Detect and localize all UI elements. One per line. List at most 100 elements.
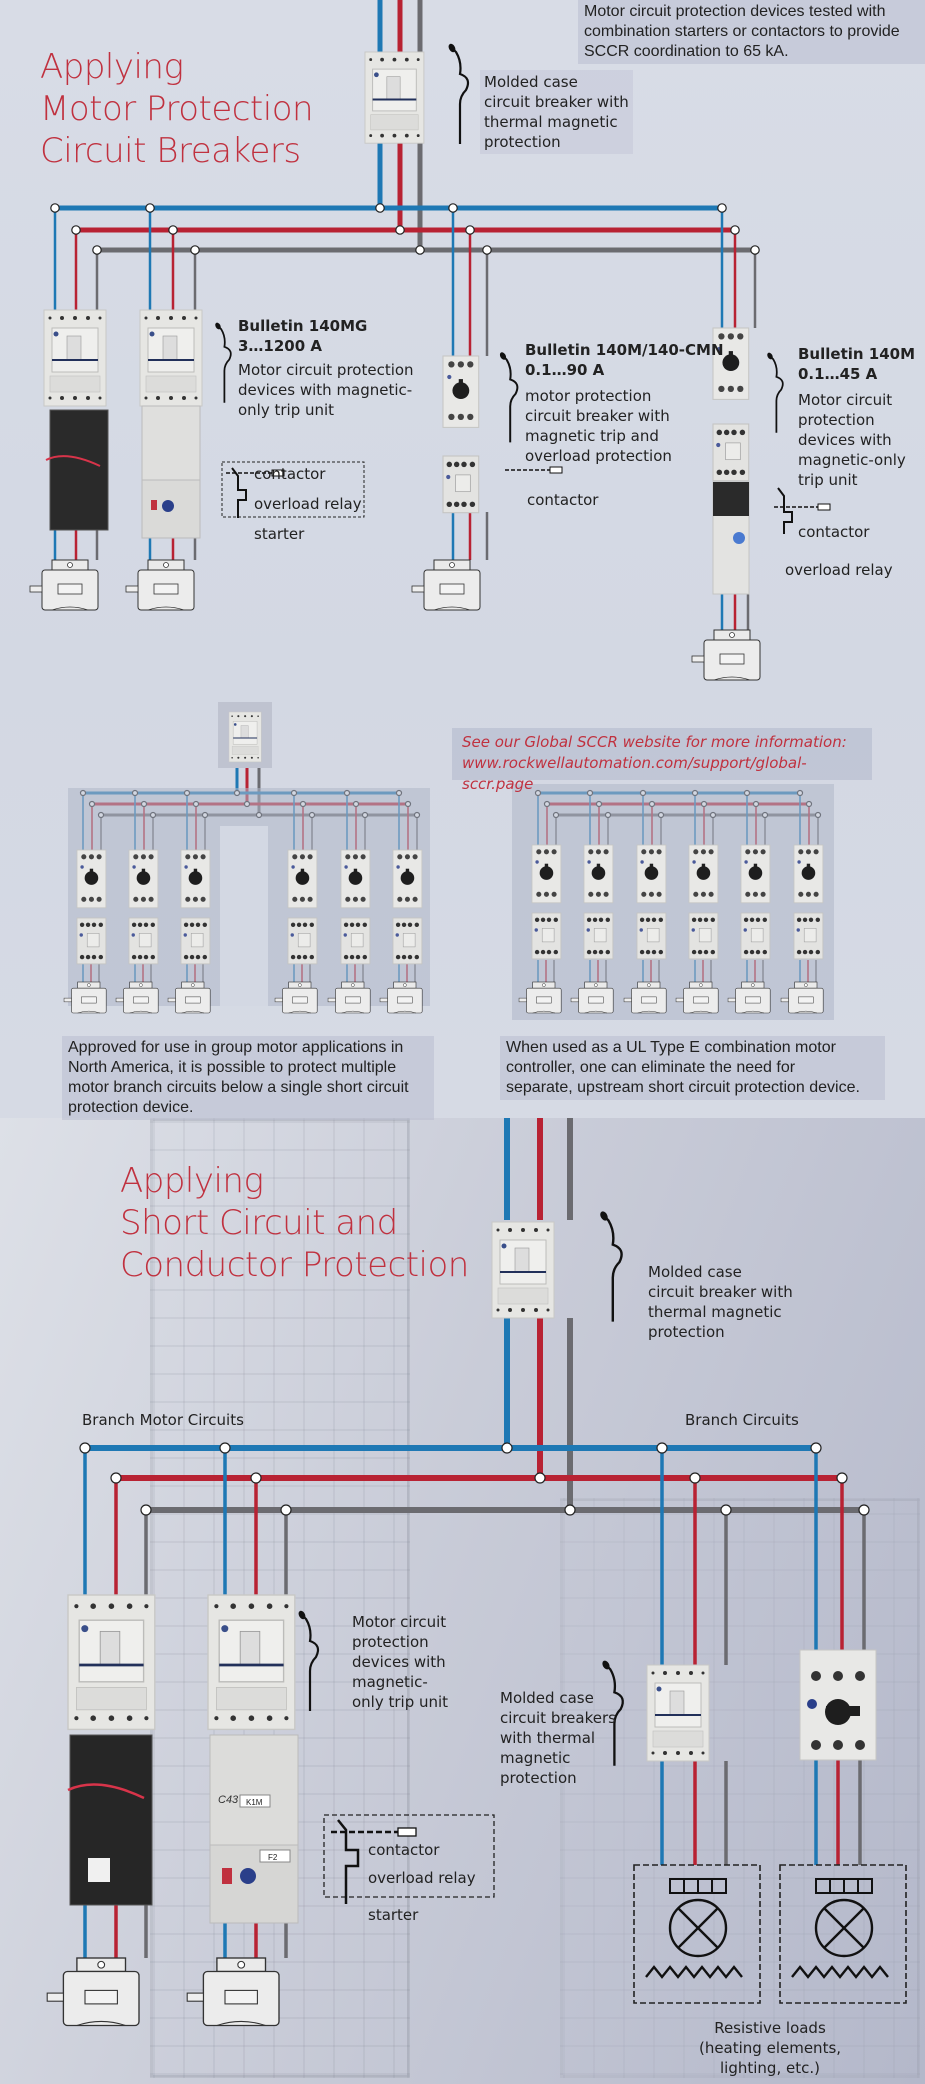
bottom-starter-legend-box (323, 1814, 495, 1898)
main-molded-case-breaker (364, 51, 425, 145)
junction-node (656, 1442, 668, 1454)
contactor-label: contactor (527, 491, 599, 509)
junction-node (280, 1504, 292, 1516)
group-panel-gap (220, 826, 268, 1006)
legend-overload-label: overload relay (368, 1869, 476, 1887)
short-circuit-section (0, 1118, 925, 2084)
title-line: Applying (40, 47, 184, 87)
type-e-contactor (793, 912, 824, 960)
bottom-motor-2 (186, 1957, 280, 2027)
legend-starter-label: starter (254, 525, 305, 543)
contactor-tag-box (239, 1794, 271, 1808)
bulletin-140m-description: Motor circuit protection devices with ma… (798, 390, 906, 490)
type-e-mpcb (531, 844, 562, 904)
label-line: circuit breakers (500, 1709, 616, 1727)
lamp-cross (823, 1907, 865, 1949)
type-e-panel-bg (512, 784, 834, 1020)
type-e-contactor (531, 912, 562, 960)
label-line: circuit breaker with (648, 1283, 793, 1301)
group-mpcb (392, 849, 423, 909)
description-line: magnetic-only (798, 451, 906, 469)
label-line: magnetic (500, 1749, 571, 1767)
junction-node (71, 225, 81, 235)
junction-node (564, 1504, 576, 1516)
legend-contactor-label: contactor (368, 1841, 440, 1859)
terminal (833, 1740, 843, 1750)
type-e-mpcb (636, 844, 667, 904)
branch-circuits-label: Branch Circuits (685, 1411, 799, 1429)
legend-starter-label: starter (368, 1906, 419, 1924)
branch-mccb (646, 1664, 710, 1762)
lamp-icon (668, 1898, 728, 1958)
group-contactor (76, 917, 107, 965)
intro-text: Motor circuit protection devices tested … (578, 0, 925, 64)
starter-coil-wire (67, 1783, 145, 1800)
starter-coil-wire (45, 455, 101, 467)
test-button (222, 1868, 232, 1884)
title-line: Short Circuit and (120, 1203, 398, 1243)
label-line: lighting, etc.) (720, 2059, 820, 2077)
label-line: Resistive loads (714, 2019, 826, 2037)
title-line: Circuit Breakers (40, 131, 301, 171)
junction-node (110, 1472, 122, 1484)
junction-node (720, 1504, 732, 1516)
intro-line: Motor circuit protection devices tested … (584, 3, 886, 20)
bulletin-140mg-heading: Bulletin 140MG 3…1200 A (238, 316, 367, 356)
lamp-icon (814, 1898, 874, 1958)
contactor-100c-small (712, 423, 750, 482)
nema-starter (49, 409, 109, 531)
type-e-text: When used as a UL Type E combination mot… (500, 1036, 885, 1100)
bulletin-140m-cmn-description: motor protection circuit breaker with ma… (525, 386, 672, 466)
section-title-motor-protection: Applying Motor Protection Circuit Breake… (40, 46, 314, 172)
junction-node (250, 1472, 262, 1484)
junction-node (79, 1442, 91, 1454)
junction-node (168, 225, 178, 235)
bottom-breaker-callout (597, 1208, 623, 1323)
sccr-website-link[interactable]: See our Global SCCR website for more inf… (452, 728, 872, 793)
bottom-contactor (209, 1734, 299, 1846)
relay-terminal-block (713, 482, 749, 516)
ab-logo (807, 1699, 817, 1709)
group-contactor (128, 917, 159, 965)
link-url[interactable]: www.rockwellautomation.com/support/globa… (462, 754, 807, 793)
main-breaker-label: Molded case circuit breaker with thermal… (480, 70, 633, 154)
label-line: magnetic- (352, 1673, 428, 1691)
type-e-contactor (636, 912, 667, 960)
bulletin-140m-callout (765, 350, 784, 434)
type-e-contactor (688, 912, 719, 960)
group-mpcb (287, 849, 318, 909)
label-line: with thermal (500, 1729, 596, 1747)
label-line: thermal magnetic (648, 1303, 782, 1321)
bottom-nema-starter (69, 1734, 153, 1906)
junction-node (465, 225, 475, 235)
description-line: Motor circuit (798, 391, 893, 409)
terminal (855, 1740, 865, 1750)
title-line: Motor Protection (40, 89, 314, 129)
description-line: only trip unit (238, 401, 335, 419)
junction-node (750, 245, 760, 255)
description-line: Motor circuit protection (238, 361, 414, 379)
group-main-breaker (228, 711, 262, 763)
group-mpcb (340, 849, 371, 909)
branch-breakers-label: Molded case circuit breakers with therma… (500, 1688, 616, 1788)
junction-node (395, 225, 405, 235)
legend-overload-label: overload relay (254, 495, 362, 513)
junction-node (810, 1442, 822, 1454)
bottom-mccb-2 (206, 1593, 297, 1731)
section-title-short-circuit: Applying Short Circuit and Conductor Pro… (120, 1160, 469, 1286)
intro-line: SCCR coordination to 65 kA. (584, 43, 789, 60)
junction-node (448, 203, 458, 213)
coil-icon (549, 466, 563, 474)
overload-tag: F2 (268, 1853, 278, 1862)
motor-1 (29, 559, 99, 611)
junction-node (415, 245, 425, 255)
mccb-140mg-2 (139, 309, 203, 407)
text-line: protection device. (68, 1099, 194, 1116)
resistive-load-box (779, 1864, 907, 2004)
heading-line: Bulletin 140M (798, 345, 916, 363)
type-e-contactor (583, 912, 614, 960)
description-line: devices with magnetic- (238, 381, 413, 399)
background-structure (560, 1498, 920, 2078)
test-button (151, 500, 157, 510)
